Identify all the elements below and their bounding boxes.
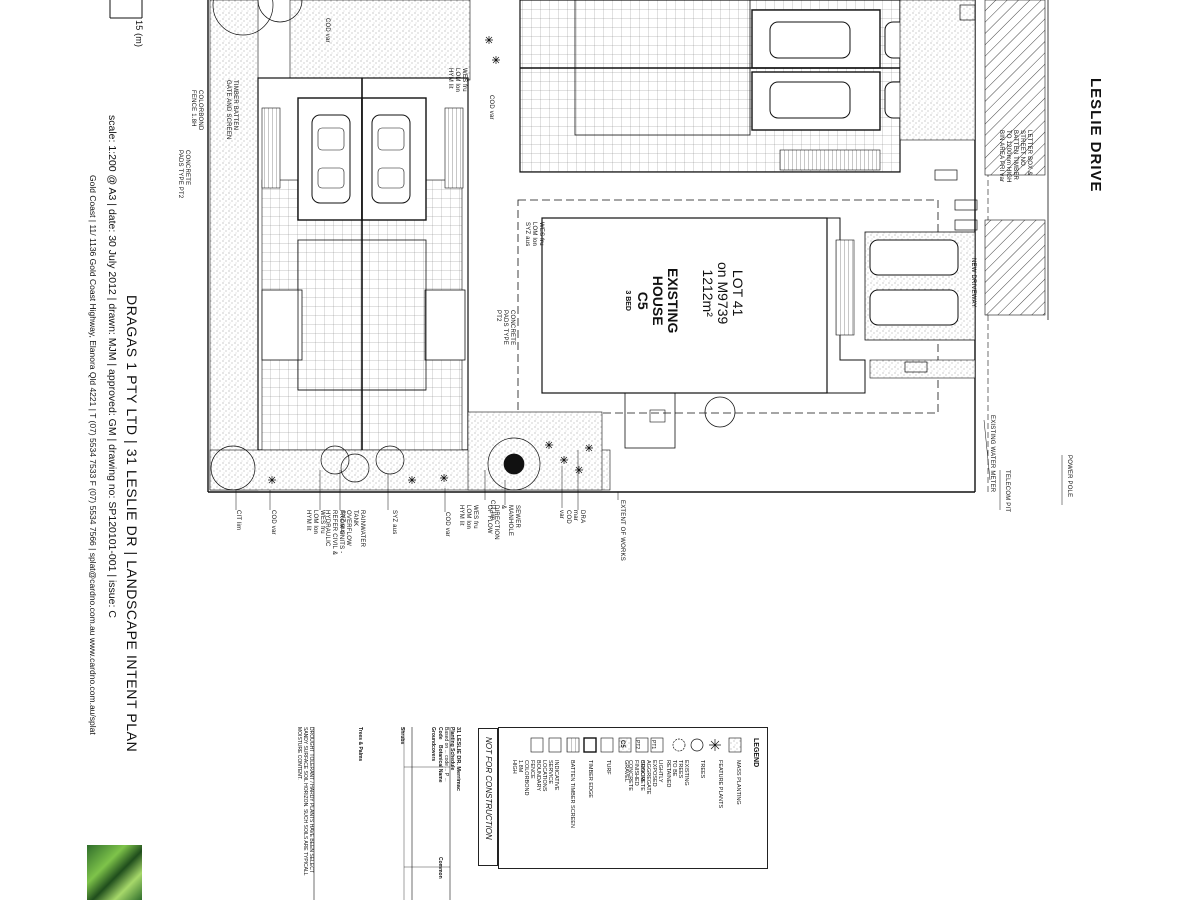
label-wes-bottom: WES fru LOM lon HYM lit bbox=[458, 505, 478, 530]
label-wes-left: WES fru LOM lon HYM lit bbox=[305, 510, 325, 535]
label-cod-top: COD var bbox=[488, 95, 494, 120]
feature-plants bbox=[268, 36, 593, 484]
house-beds: 3 BED bbox=[624, 290, 631, 311]
schedule-grid bbox=[313, 727, 451, 900]
label-cod-left: COD var bbox=[270, 510, 276, 535]
schedule-footer-3: MOISTURE CONTENT. bbox=[296, 727, 302, 780]
street-verge-hatch-bottom bbox=[984, 219, 1046, 316]
scale-bar bbox=[109, 0, 143, 19]
street-verge-hatch-top bbox=[984, 0, 1046, 176]
planting-schedule: 31 LESLIE DR. Merrimac Planting Schedule… bbox=[296, 727, 470, 900]
new-driveway bbox=[835, 231, 976, 379]
label-syz-bottom2: SYZ aus bbox=[339, 510, 345, 535]
label-existing-water-meter: EXISTING WATER METER bbox=[989, 415, 995, 493]
trees bbox=[210, 0, 541, 491]
legend-item-service-locations: INDICATIVE SERVICE LOCATIONS bbox=[541, 760, 559, 792]
legend-item-gravel: GRAVEL bbox=[623, 760, 629, 782]
garden-bed-top bbox=[289, 0, 471, 81]
existing-house bbox=[517, 199, 939, 449]
label-cit-bottom: CIT lim bbox=[489, 500, 495, 521]
label-concrete-pads-mid: CONCRETE PADS TYPE PT2 bbox=[495, 310, 515, 346]
label-syz-bottom: SYZ aus bbox=[391, 510, 397, 535]
schedule-subtitle: Planting Schedule bbox=[449, 727, 455, 771]
house-label-2: HOUSE bbox=[650, 275, 666, 326]
scale-bar-label: 15 (m) bbox=[134, 20, 144, 48]
legend-item-timber-edge: TIMBER EDGE bbox=[587, 760, 593, 798]
legend-item-feature-plants: FEATURE PLANTS bbox=[717, 760, 723, 809]
label-timber-gate: TIMBER BATTEN GATE AND SCREEN bbox=[225, 80, 238, 140]
house-info: EXISTING HOUSE C5 3 BED bbox=[620, 268, 681, 334]
company-logo bbox=[87, 845, 142, 900]
schedule-col-common: Common bbox=[437, 857, 443, 879]
legend-code-c5: C5 bbox=[619, 740, 625, 748]
lot-area: 1212m² bbox=[700, 269, 716, 317]
label-concrete-pads-left: CONCRETE PADS TYPE PT2 bbox=[177, 150, 190, 199]
label-extent-of-works: EXTENT OF WORKS bbox=[619, 500, 625, 561]
lot-number: LOT 41 bbox=[730, 269, 746, 317]
house-label-1: EXISTING bbox=[665, 268, 681, 334]
label-cit-left: CIT lim bbox=[235, 510, 241, 531]
units-block-left bbox=[257, 77, 469, 451]
label-cod-bottom: COD var bbox=[444, 512, 450, 537]
schedule-col-botanical: Botanical Name bbox=[437, 745, 443, 783]
schedule-note: Based on ... code ... P ... bbox=[443, 727, 449, 782]
legend-item-turf: TURF bbox=[605, 760, 611, 775]
schedule-col-code: Code bbox=[437, 727, 443, 740]
schedule-footer-2: SANDY SURFACE SOIL HORIZON. SUCH SOILS A… bbox=[302, 727, 308, 876]
units-block-top bbox=[519, 0, 966, 173]
garden-bed-bottom-right bbox=[467, 411, 603, 491]
title-main: DRAGAS 1 PTY LTD | 31 LESLIE DR | LANDSC… bbox=[124, 295, 140, 753]
schedule-footer-1: DROUGHT TOLERANT / HARDY PLANTS HAVE BEE… bbox=[308, 727, 314, 873]
legend-item-batten-screen: BATTEN TIMBER SCREEN bbox=[569, 760, 575, 828]
title-address: Gold Coast | 11/ 1136 Gold Coast Highway… bbox=[88, 175, 98, 735]
label-colorbond-fence: COLORBOND FENCE 1.8H bbox=[190, 90, 203, 131]
label-wes-top: WES fru LOM lon HYM lit bbox=[447, 68, 467, 93]
schedule-title: 31 LESLIE DR. Merrimac bbox=[455, 727, 461, 791]
house-code: C5 bbox=[635, 291, 651, 310]
leader-lines bbox=[235, 419, 1063, 512]
schedule-group-groundcovers: Groundcovers bbox=[430, 727, 436, 762]
service-pits bbox=[904, 4, 978, 373]
legend-item-broom-concrete: BROOM FINISHED CONCRETE bbox=[627, 760, 645, 791]
label-letter-box: LETTER BOX & STREET NO. BATTEN TIMBER TO… bbox=[998, 130, 1032, 183]
legend-item-existing-trees: EXISTING TREES TO BE RETAINED bbox=[665, 760, 689, 788]
label-dra: DRA mar COD var bbox=[558, 510, 585, 524]
schedule-group-shrubs: Shrubs bbox=[399, 727, 405, 745]
label-telecom-pit: TELECOM PIT bbox=[1004, 470, 1010, 513]
legend-code-pt1: PT1 bbox=[650, 740, 656, 750]
legend: LEGEND MASS PLANTING FEATURE PLANTS TREE… bbox=[498, 727, 768, 869]
lot-plan: on M9739 bbox=[715, 262, 731, 325]
legend-item-boundary-fence: BOUNDARY FENCE COLORBOND 1.8M HIGH bbox=[511, 760, 541, 796]
legend-swatches bbox=[530, 737, 742, 753]
street-name: LESLIE DRIVE bbox=[1087, 78, 1104, 193]
legend-item-trees: TREES bbox=[699, 760, 705, 779]
label-new-driveway: NEW DRIVEWAY bbox=[970, 258, 976, 308]
schedule-group-trees: Trees & Palms bbox=[357, 727, 363, 762]
title-details: scale: 1:200 @ A3 | date: 30 July 2012 |… bbox=[106, 115, 118, 618]
legend-code-pt2: PT2 bbox=[634, 740, 640, 750]
not-for-construction-box: NOT FOR CONSTRUCTION bbox=[478, 728, 498, 866]
lot-info: LOT 41 on M9739 1212m² bbox=[700, 262, 746, 325]
not-for-construction: NOT FOR CONSTRUCTION bbox=[484, 737, 493, 840]
legend-title: LEGEND bbox=[752, 738, 759, 768]
legend-item-mass-planting: MASS PLANTING bbox=[735, 760, 741, 805]
mass-planting-left bbox=[209, 0, 259, 491]
label-wes-mid: WES fru LOM lon SYZ aus bbox=[524, 222, 544, 247]
label-power-pole: POWER POLE bbox=[1066, 455, 1072, 498]
garden-bed-top-right bbox=[899, 0, 976, 141]
label-cod-mid: COD var bbox=[324, 18, 330, 43]
